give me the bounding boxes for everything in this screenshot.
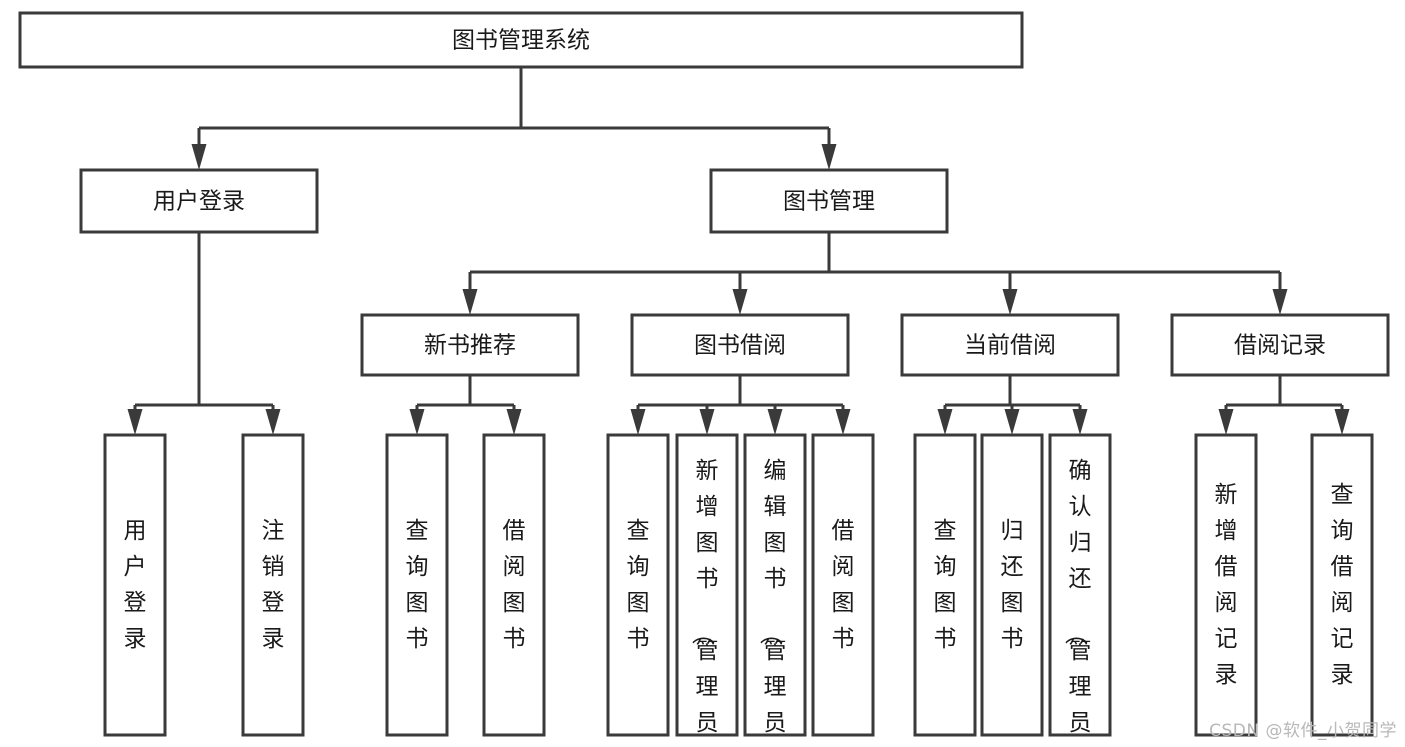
node-box[interactable] [900,313,1120,377]
node-box[interactable] [1048,433,1112,737]
node-label: 借阅记录 [1234,333,1326,359]
arrow-head-icon [265,409,281,435]
node-label: 图书管理系统 [452,28,590,54]
node-box[interactable] [482,433,546,737]
arrow-head-icon [937,409,953,435]
node-label: 新增图书（管理员） [690,458,719,747]
node-leaf-logout[interactable]: 注销登录 [241,433,305,737]
arrow-head-icon [409,409,425,435]
node-label: 用户登录 [124,518,147,652]
node-label: 归还图书 [1001,518,1024,652]
node-borrow-record[interactable]: 借阅记录 [1170,313,1390,377]
node-label: 查询借阅记录 [1331,482,1354,688]
node-box[interactable] [1170,313,1390,377]
node-box[interactable] [709,168,949,234]
node-leaf-add-book[interactable]: 新增图书（管理员） [675,433,739,747]
arrow-head-icon [1218,409,1234,435]
node-leaf-query-record[interactable]: 查询借阅记录 [1310,433,1374,737]
arrow-head-icon [1004,409,1020,435]
node-box[interactable] [103,433,167,737]
node-box[interactable] [606,433,670,737]
node-layer: 图书管理系统用户登录图书管理新书推荐图书借阅当前借阅借阅记录用户登录注销登录查询… [18,11,1390,747]
node-leaf-user-login[interactable]: 用户登录 [103,433,167,737]
node-current-borrow[interactable]: 当前借阅 [900,313,1120,377]
connector-layer [127,67,1350,435]
node-leaf-borrow-book-1[interactable]: 借阅图书 [482,433,546,737]
arrow-head-icon [835,409,851,435]
node-box[interactable] [18,11,1024,69]
node-label: 当前借阅 [964,333,1056,359]
node-box[interactable] [1194,433,1258,737]
node-box[interactable] [811,433,875,737]
arrow-head-icon [630,409,646,435]
node-box[interactable] [360,313,580,377]
node-label: 查询图书 [627,518,650,652]
node-label: 查询图书 [934,518,957,652]
node-box[interactable] [913,433,977,737]
node-label: 新书推荐 [424,333,516,359]
node-box[interactable] [1310,433,1374,737]
node-label: 注销登录 [262,518,285,652]
node-box[interactable] [79,168,319,234]
node-box[interactable] [980,433,1044,737]
node-label: 确认归还（管理员） [1063,458,1092,747]
arrow-head-icon [732,289,748,315]
node-box[interactable] [630,313,850,377]
node-new-book-recommend[interactable]: 新书推荐 [360,313,580,377]
arrow-head-icon [462,289,478,315]
arrow-head-icon [1334,409,1350,435]
node-leaf-edit-book[interactable]: 编辑图书（管理员） [743,433,807,747]
arrow-head-icon [767,409,783,435]
node-box[interactable] [241,433,305,737]
arrow-head-icon [1272,289,1288,315]
arrow-head-icon [1072,409,1088,435]
node-label: 图书借阅 [694,333,786,359]
node-leaf-query-book-3[interactable]: 查询图书 [913,433,977,737]
arrow-head-icon [191,144,207,170]
node-root-图书管理系统[interactable]: 图书管理系统 [18,11,1024,69]
arrow-head-icon [821,144,837,170]
node-leaf-return-book[interactable]: 归还图书 [980,433,1044,737]
node-leaf-query-book-1[interactable]: 查询图书 [385,433,449,737]
node-leaf-add-record[interactable]: 新增借阅记录 [1194,433,1258,737]
node-label: 借阅图书 [503,518,526,652]
node-box[interactable] [675,433,739,737]
node-leaf-borrow-book-2[interactable]: 借阅图书 [811,433,875,737]
arrow-head-icon [506,409,522,435]
node-box[interactable] [743,433,807,737]
node-label: 编辑图书（管理员） [758,458,787,747]
node-label: 图书管理 [783,189,875,215]
node-user-login[interactable]: 用户登录 [79,168,319,234]
node-label: 借阅图书 [832,518,855,652]
node-label: 新增借阅记录 [1215,482,1238,688]
arrow-head-icon [699,409,715,435]
node-leaf-confirm-return[interactable]: 确认归还（管理员） [1048,433,1112,747]
node-book-borrow[interactable]: 图书借阅 [630,313,850,377]
node-label: 用户登录 [153,189,245,215]
arrow-head-icon [127,409,143,435]
node-box[interactable] [385,433,449,737]
node-book-management[interactable]: 图书管理 [709,168,949,234]
node-label: 查询图书 [406,518,429,652]
node-leaf-query-book-2[interactable]: 查询图书 [606,433,670,737]
arrow-head-icon [1002,289,1018,315]
